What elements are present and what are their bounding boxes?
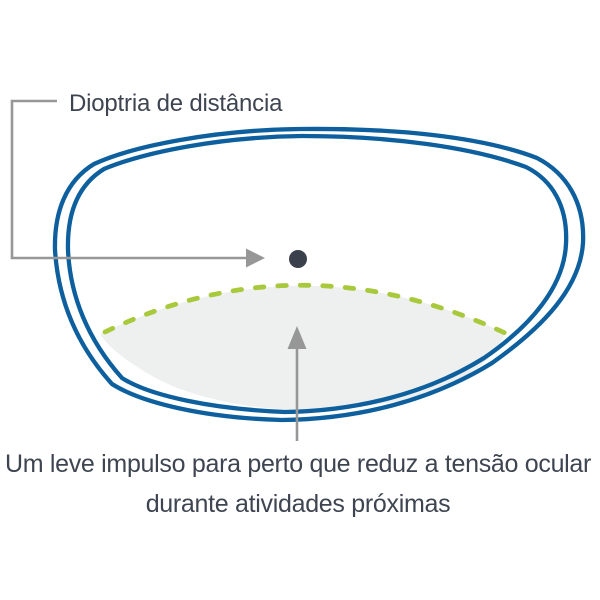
right-arrowhead-icon: [246, 248, 265, 268]
distance-reference-dot-icon: [289, 250, 307, 268]
lens-inner-outline: [65, 133, 569, 415]
lens-outer-outline: [52, 126, 586, 423]
near-zone-dashed-boundary: [102, 282, 508, 336]
distance-diopter-label: Dioptria de distância: [69, 90, 283, 117]
distance-label-leader-line: [10, 99, 247, 260]
near-boost-caption: Um leve impulso para perto que reduz a t…: [4, 450, 592, 518]
up-arrowhead-icon: [287, 326, 307, 349]
